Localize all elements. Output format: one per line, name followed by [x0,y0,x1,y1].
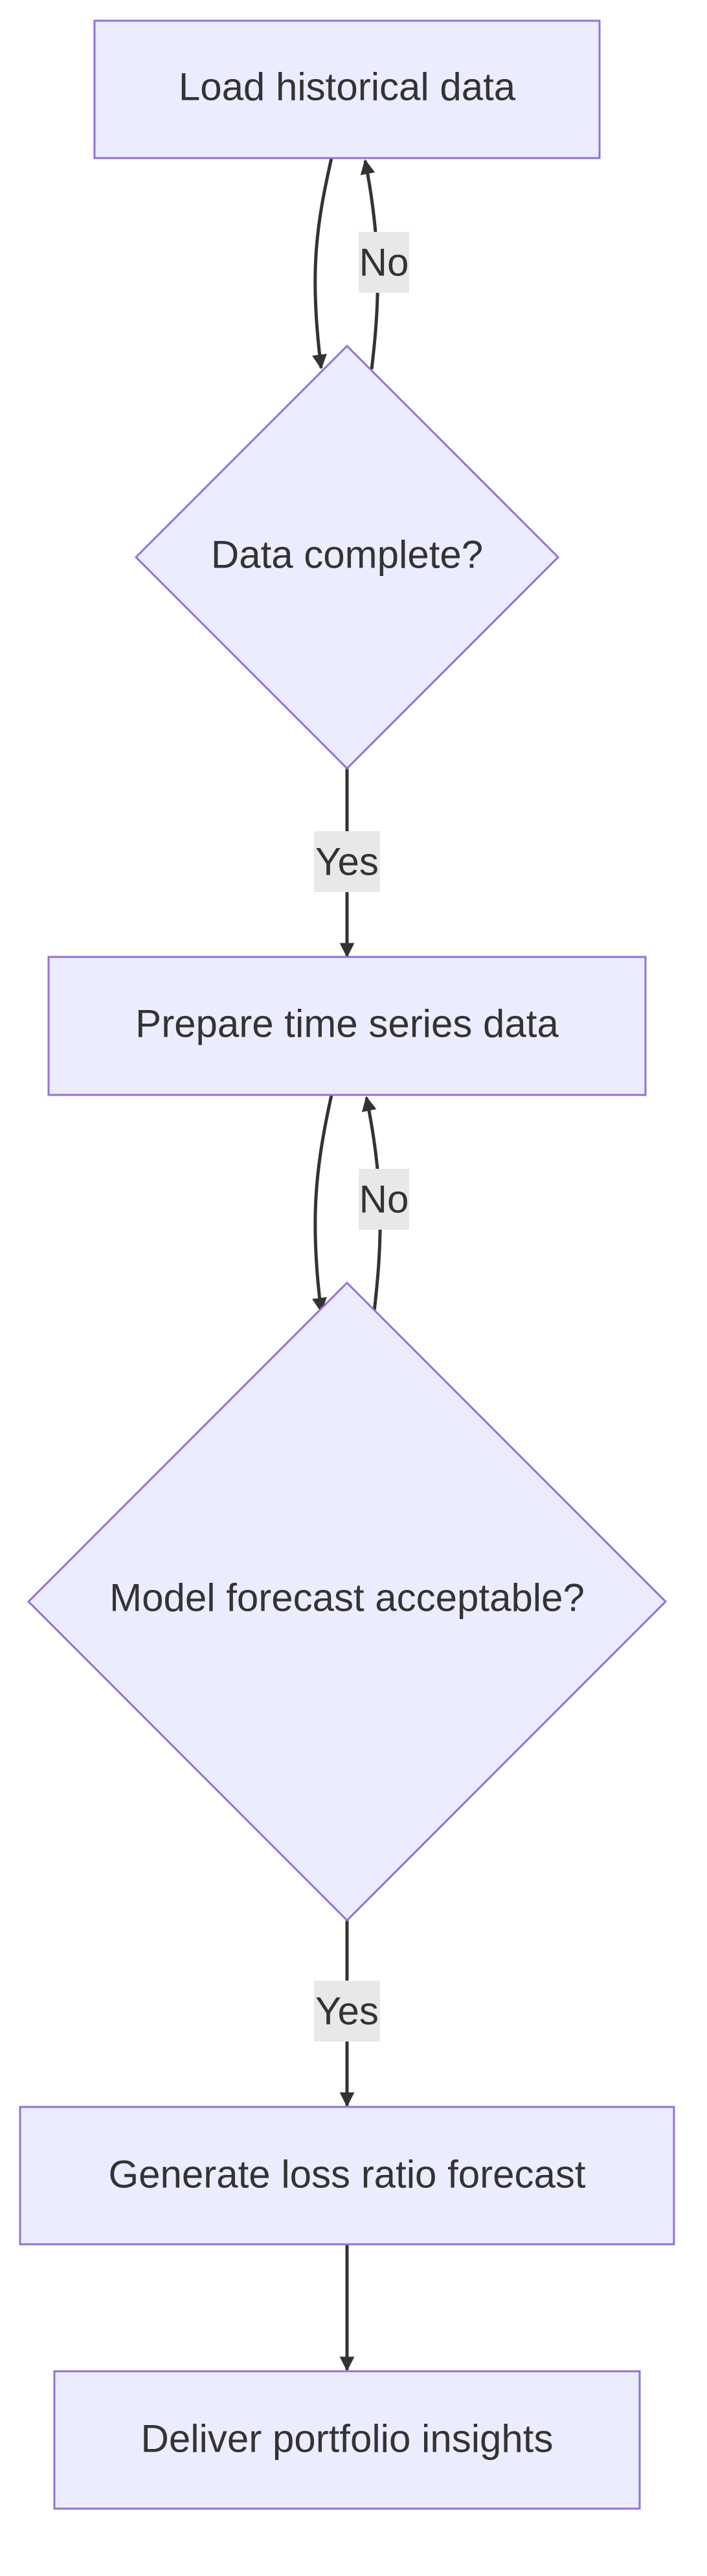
edge-label-complete-no: No [359,232,409,293]
edge-load-to-complete [312,157,333,370]
node-deliver-portfolio-insights: Deliver portfolio insights [53,2370,641,2510]
node-data-complete-decision: Data complete? [134,344,560,770]
node-load-historical-data: Load historical data [93,19,601,159]
edge-label-text: Yes [315,1990,379,2033]
edge-label-acceptable-no: No [359,1169,409,1230]
node-label: Data complete? [211,533,483,577]
edge-label-text: Yes [315,840,379,884]
edge-label-acceptable-yes: Yes [314,1981,380,2041]
node-label: Model forecast acceptable? [109,1576,585,1620]
edge-label-text: No [359,241,409,284]
node-prepare-time-series-data: Prepare time series data [47,956,647,1096]
edge-label-complete-yes: Yes [314,831,380,892]
node-generate-loss-ratio-forecast: Generate loss ratio forecast [19,2106,675,2246]
edge-label-text: No [359,1178,409,1221]
edge-prepare-to-acceptable [312,1094,333,1313]
node-model-forecast-acceptable-decision: Model forecast acceptable? [27,1281,668,1922]
node-label: Prepare time series data [135,1002,559,1046]
node-label: Generate loss ratio forecast [108,2153,585,2196]
node-label: Deliver portfolio insights [141,2417,554,2461]
node-label: Load historical data [179,65,516,109]
